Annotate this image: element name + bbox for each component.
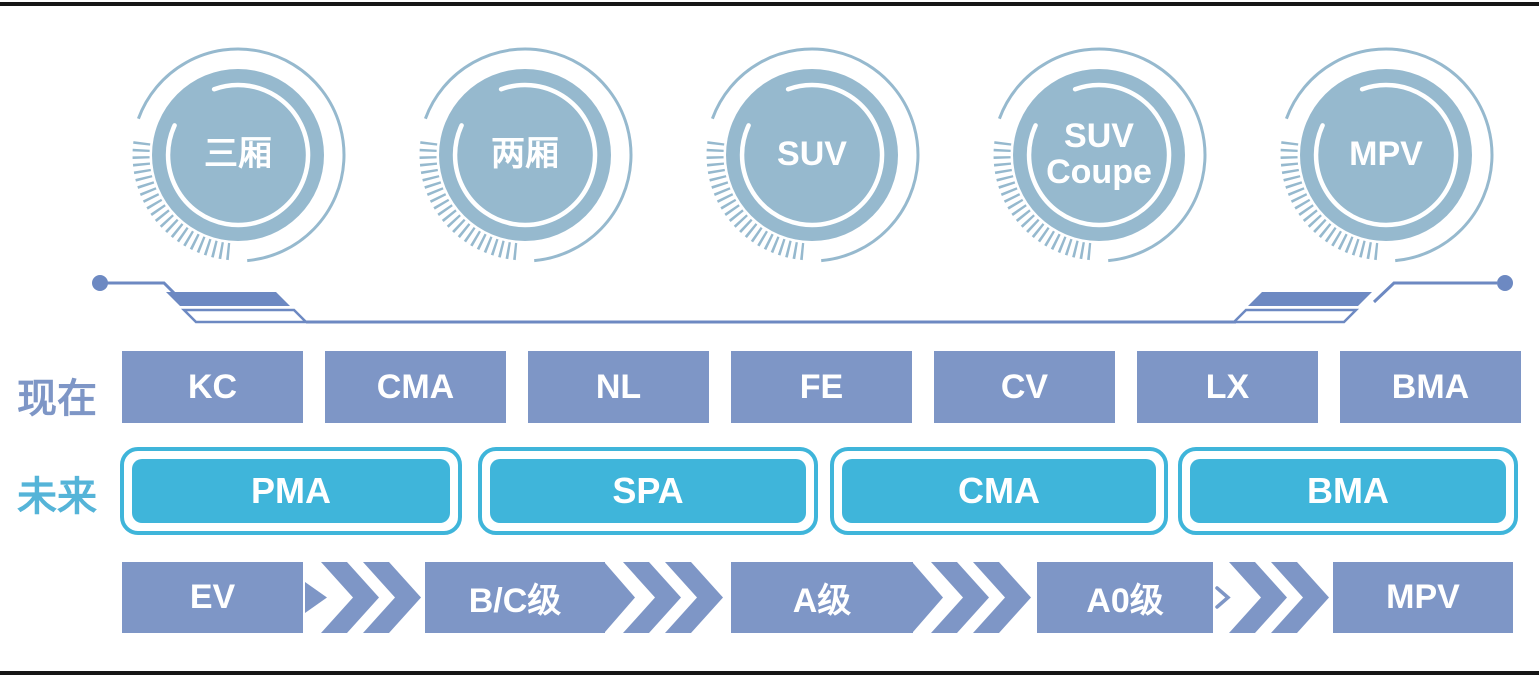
- present-platform-box: CV: [934, 351, 1115, 423]
- badge-label: 两厢: [491, 135, 559, 174]
- top-border-line: [0, 2, 1539, 6]
- future-platform-box: PMA: [120, 447, 462, 535]
- future-platform-box: CMA: [830, 447, 1168, 535]
- body-style-badge-suv-coupe: SUV Coupe: [984, 40, 1214, 270]
- body-style-badge-hatchback: 两厢: [410, 40, 640, 270]
- segment-box: A级: [731, 562, 913, 633]
- arrow-chevrons-icon: [605, 562, 723, 633]
- bottom-border-line: [0, 671, 1539, 675]
- body-style-badge-mpv: MPV: [1271, 40, 1501, 270]
- present-platform-box: CMA: [325, 351, 506, 423]
- present-platform-box: FE: [731, 351, 912, 423]
- badge-label: SUV Coupe: [1046, 117, 1152, 191]
- segment-box: MPV: [1333, 562, 1513, 633]
- future-platform-label: PMA: [132, 459, 450, 523]
- present-platform-box: NL: [528, 351, 709, 423]
- present-platform-box: LX: [1137, 351, 1318, 423]
- body-style-badge-sedan: 三厢: [123, 40, 353, 270]
- body-style-badge-suv: SUV: [697, 40, 927, 270]
- segment-box: B/C级: [425, 562, 605, 633]
- present-platform-box: BMA: [1340, 351, 1521, 423]
- row-label-future: 未来: [17, 475, 97, 519]
- badge-label: MPV: [1349, 135, 1423, 174]
- future-platform-label: CMA: [842, 459, 1156, 523]
- segment-box: A0级: [1037, 562, 1213, 633]
- badge-label: 三厢: [204, 135, 272, 174]
- future-platform-label: SPA: [490, 459, 806, 523]
- badge-label: SUV: [777, 135, 847, 174]
- future-platform-label: BMA: [1190, 459, 1506, 523]
- arrow-chevrons-icon: [913, 562, 1031, 633]
- row-label-present: 现在: [17, 377, 97, 421]
- arrow-chevrons-icon: [1215, 562, 1329, 633]
- arrow-chevrons-icon: [305, 562, 421, 633]
- segment-box: EV: [122, 562, 303, 633]
- future-platform-box: BMA: [1178, 447, 1518, 535]
- future-platform-box: SPA: [478, 447, 818, 535]
- present-platform-box: KC: [122, 351, 303, 423]
